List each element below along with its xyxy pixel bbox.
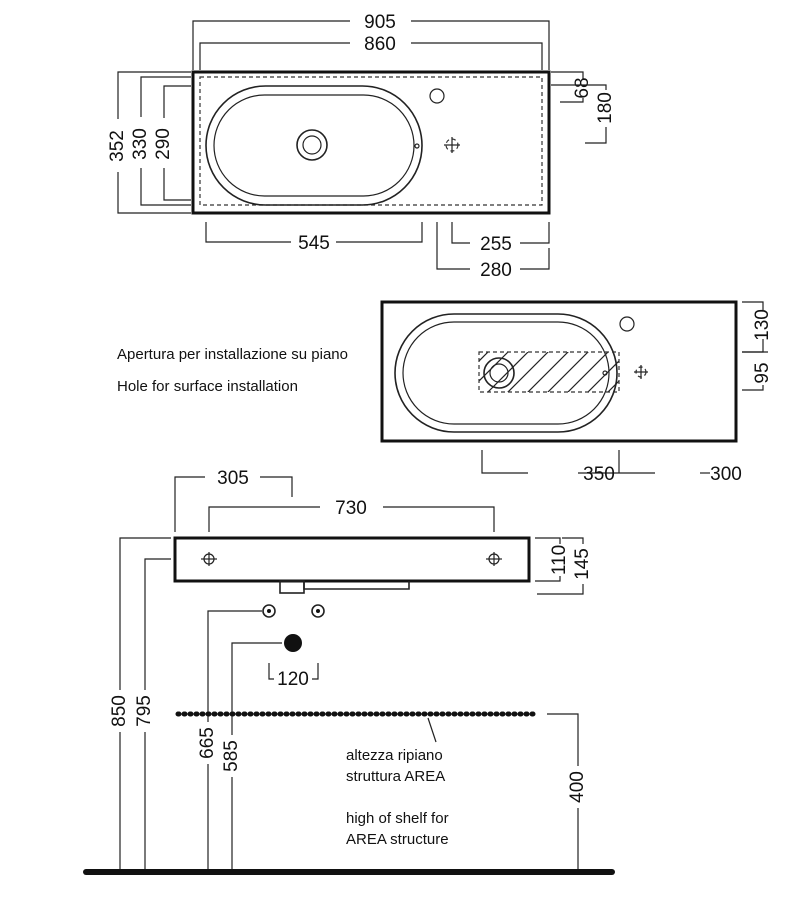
counter-view: Apertura per installazione su piano Hole…	[117, 300, 773, 485]
installation-cutout	[478, 351, 620, 393]
dim-585: 585	[221, 740, 242, 772]
fixing-hole-left	[201, 552, 217, 566]
dim-665: 665	[197, 727, 218, 759]
dim-305: 305	[217, 468, 249, 489]
note-hole-en: Hole for surface installation	[117, 378, 298, 395]
waste-pipe-horizontal	[303, 581, 410, 590]
bowl-inner	[213, 94, 415, 197]
dim-68: 68	[572, 77, 593, 98]
shelf-note-it-2: struttura AREA	[346, 768, 445, 785]
drain-inner	[302, 135, 322, 155]
dim-300: 300	[710, 464, 742, 485]
dim-400: 400	[567, 771, 588, 803]
dim-290: 290	[153, 128, 174, 160]
tap-hole	[429, 88, 445, 104]
counter-bowl-outer	[394, 313, 618, 433]
shelf-note-it-1: altezza ripiano	[346, 747, 443, 764]
counter-basin-outline	[380, 300, 738, 443]
dim-180: 180	[595, 92, 616, 124]
counter-tap-hole	[619, 316, 635, 332]
cutout-hatch	[479, 352, 619, 392]
counter-bowl-inner	[402, 321, 610, 425]
dim-280: 280	[480, 260, 512, 281]
shelf-note-en-2: AREA structure	[346, 831, 449, 848]
counter-drain-inner	[489, 363, 509, 383]
dim-350: 350	[583, 464, 615, 485]
basin-outline	[191, 70, 551, 215]
overflow-hole	[414, 143, 420, 149]
dim-545: 545	[298, 233, 330, 254]
top-view: 905 860 352 330 290 68 180 545 255 280	[107, 12, 616, 281]
shelf-note-en-1: high of shelf for	[346, 810, 449, 827]
dim-145: 145	[572, 548, 593, 580]
dim-730: 730	[335, 498, 367, 519]
basin-front-body	[173, 536, 531, 583]
dim-850: 850	[109, 695, 130, 727]
dim-905: 905	[364, 12, 396, 33]
dim-330: 330	[130, 128, 151, 160]
drain-outer	[296, 129, 328, 161]
dim-795: 795	[134, 695, 155, 727]
bowl-outer	[205, 85, 423, 206]
dim-255: 255	[480, 234, 512, 255]
front-view: 305 730 110 145 120 850 795	[83, 468, 615, 875]
dim-95: 95	[752, 362, 773, 383]
fixing-hole-right	[486, 552, 502, 566]
waste-outlet	[284, 634, 302, 652]
supply-valve-left	[262, 604, 276, 618]
dim-110: 110	[549, 545, 570, 575]
counter-drain-outer	[483, 357, 515, 389]
dim-130: 130	[752, 309, 773, 341]
note-hole-it: Apertura per installazione su piano	[117, 346, 348, 363]
dim-352: 352	[107, 130, 128, 162]
dim-120: 120	[277, 669, 309, 690]
supply-valve-right	[311, 604, 325, 618]
waste-pipe-stub	[279, 580, 305, 594]
dim-860: 860	[364, 34, 396, 55]
